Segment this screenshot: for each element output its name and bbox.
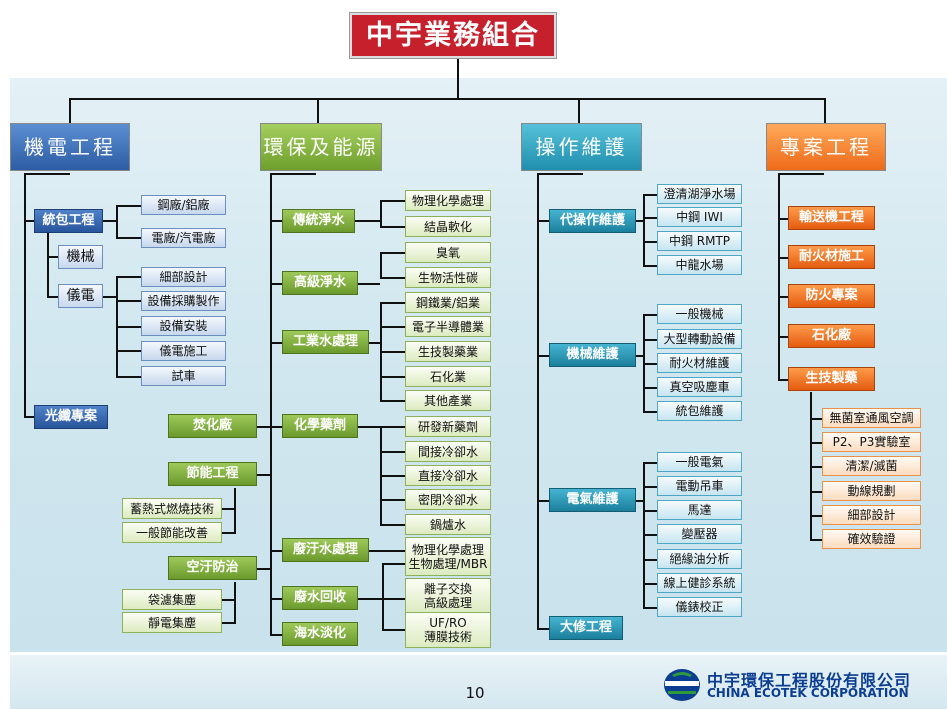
category-overhaul: 大修工程	[549, 616, 623, 640]
list-item: 變壓器	[657, 524, 742, 544]
list-item: 結晶軟化	[405, 216, 491, 237]
list-item: 電動吊車	[657, 476, 742, 496]
list-item: 動線規劃	[822, 481, 921, 501]
line-text: 生物處理/MBR	[408, 556, 488, 571]
list-item: 大型轉動設備	[657, 329, 742, 349]
category-mechanical-maintenance: 機械維護	[549, 343, 636, 367]
list-item: 蓄熱式燃燒技術	[122, 498, 222, 519]
list-item: 耐火材維護	[657, 353, 742, 373]
list-item: 物理化學處理	[405, 190, 491, 211]
category-incinerator: 焚化廠	[168, 414, 257, 438]
company-name-en: CHINA ECOTEK CORPORATION	[707, 686, 909, 700]
category-reclaim: 廢水回收	[282, 586, 358, 610]
list-item: 生物活性碳	[405, 267, 491, 288]
category-fireproof: 防火專案	[788, 284, 875, 308]
category-electrical-maintenance: 電氣維護	[549, 488, 636, 512]
list-item: 線上健診系統	[657, 573, 742, 593]
list-item-multiline: 物理化學處理 生物處理/MBR	[405, 537, 491, 576]
category-traditional-water: 傳統淨水	[282, 209, 355, 233]
list-item: 試車	[141, 366, 226, 386]
header-mechanical: 機電工程	[10, 123, 130, 171]
company-logo: 中宇環保工程股份有限公司 CHINA ECOTEK CORPORATION	[662, 667, 934, 703]
category-turnkey: 統包工程	[34, 209, 103, 233]
category-energy-saving: 節能工程	[168, 462, 257, 486]
list-item: 清潔/滅菌	[822, 456, 921, 476]
list-item: 確效驗證	[822, 529, 921, 549]
list-item: 靜電集塵	[122, 612, 222, 633]
list-item: 間接冷卻水	[405, 441, 491, 462]
list-item: 臭氧	[405, 242, 491, 263]
category-electrical: 儀電	[58, 284, 103, 308]
list-item: 統包維護	[657, 401, 742, 421]
list-item: 電子半導體業	[405, 316, 491, 337]
list-item: 一般節能改善	[122, 522, 222, 543]
list-item: 儀電施工	[141, 341, 226, 361]
list-item: 鍋爐水	[405, 514, 491, 535]
category-conveyor: 輸送機工程	[788, 206, 875, 230]
line-text: 物理化學處理	[411, 542, 484, 557]
list-item: 澄清湖淨水場	[657, 184, 742, 204]
list-item: 中龍水場	[657, 255, 742, 275]
category-contract-operation: 代操作維護	[549, 209, 636, 233]
list-item: 研發新藥劑	[405, 416, 491, 437]
list-item: 設備安裝	[141, 316, 226, 336]
header-operation: 操作維護	[521, 123, 642, 171]
list-item: 生技製藥業	[405, 341, 491, 362]
category-industrial-water: 工業水處理	[282, 330, 369, 354]
list-item: 絕緣油分析	[657, 549, 742, 569]
list-item: 細部設計	[141, 267, 226, 287]
category-machinery: 機械	[58, 245, 103, 269]
list-item: 馬達	[657, 500, 742, 520]
category-desalination: 海水淡化	[282, 622, 358, 646]
list-item: 細部設計	[822, 505, 921, 525]
line-text: 高級處理	[423, 596, 472, 610]
list-item: 一般電氣	[657, 452, 742, 472]
category-advanced-water: 高級淨水	[282, 271, 358, 295]
line-text: 薄膜技術	[423, 630, 472, 644]
list-item: 真空吸塵車	[657, 377, 742, 397]
category-wastewater: 廢汙水處理	[282, 538, 369, 562]
list-item: 儀錶校正	[657, 597, 742, 617]
page-title: 中宇業務組合	[350, 13, 556, 58]
category-biotech: 生技製藥	[788, 367, 875, 391]
list-item: 鋼鐵業/鋁業	[405, 292, 491, 313]
line-text: UF/RO	[429, 616, 467, 630]
list-item: 中鋼 IWI	[657, 207, 742, 227]
list-item: 一般機械	[657, 304, 742, 324]
list-item: 中鋼 RMTP	[657, 231, 742, 251]
company-name-cn: 中宇環保工程股份有限公司	[707, 671, 912, 690]
page-number: 10	[465, 684, 485, 702]
ecotek-logo-icon	[664, 669, 700, 701]
list-item: 石化業	[405, 366, 491, 387]
list-item: 無菌室通風空調	[822, 408, 921, 428]
slide-footer	[10, 655, 947, 709]
list-item: 密閉冷卻水	[405, 489, 491, 510]
list-item: 袋濾集塵	[122, 589, 222, 610]
list-item: 直接冷卻水	[405, 465, 491, 486]
list-item: 鋼廠/鋁廠	[141, 195, 226, 215]
header-project: 專案工程	[766, 123, 886, 171]
list-item: 設備採購製作	[141, 291, 226, 311]
list-item-multiline: 離子交換 高級處理	[405, 578, 491, 614]
list-item: P2、P3實驗室	[822, 432, 921, 452]
category-fiber: 光纖專案	[34, 405, 108, 429]
category-petrochemical: 石化廠	[788, 324, 875, 348]
category-air-pollution: 空汙防治	[168, 556, 257, 580]
category-refractory: 耐火材施工	[788, 245, 875, 269]
list-item: 電廠/汽電廠	[141, 228, 226, 248]
line-text: 離子交換	[423, 582, 472, 596]
list-item-multiline: UF/RO 薄膜技術	[405, 612, 491, 648]
list-item: 其他產業	[405, 390, 491, 411]
category-chemical: 化學藥劑	[282, 414, 358, 438]
header-environment: 環保及能源	[260, 123, 382, 171]
